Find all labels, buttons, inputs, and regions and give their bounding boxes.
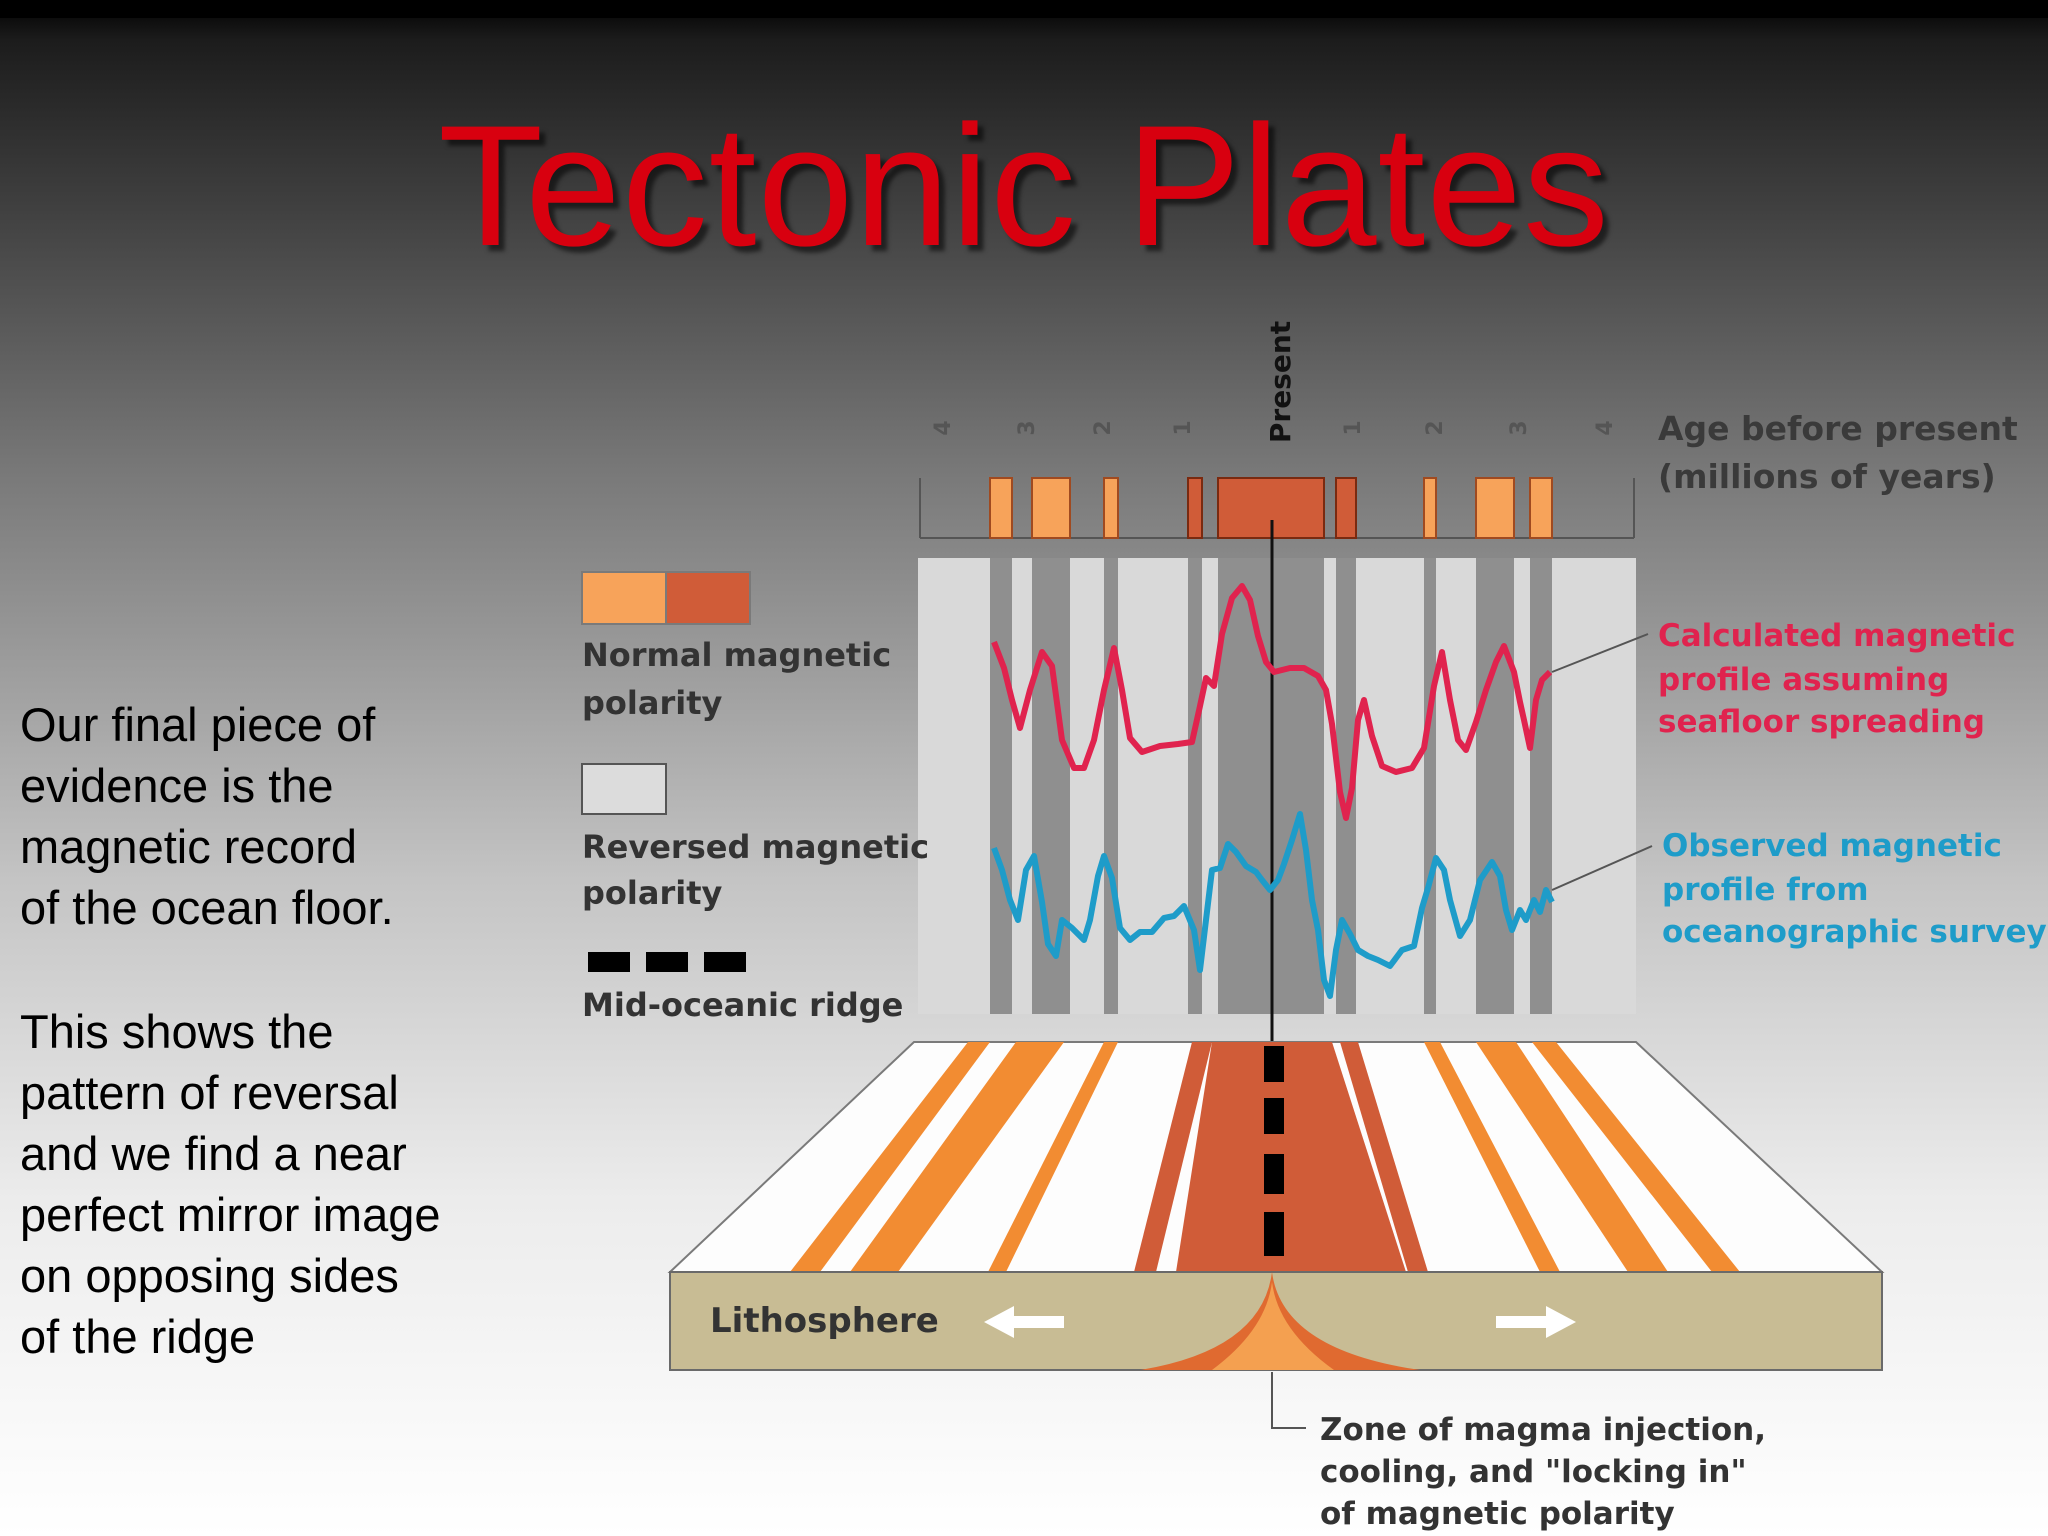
observed-profile-label: oceanographic survey	[1662, 914, 2047, 950]
seafloor-block: Lithosphere	[667, 1041, 1885, 1371]
legend-ridge-dash	[588, 952, 630, 972]
legend-normal-label: polarity	[582, 684, 723, 722]
normal-stripe	[1134, 1042, 1212, 1272]
normal-stripe	[790, 1042, 990, 1272]
left-arrow-icon	[984, 1306, 1064, 1338]
ridge-dash	[1264, 1046, 1284, 1082]
observed-leader-line	[1551, 845, 1653, 891]
present-label: Present	[1264, 321, 1297, 443]
legend-reversed-label: polarity	[582, 874, 723, 912]
ridge-dash	[1264, 1098, 1284, 1134]
age-tick-label: 3	[1507, 420, 1532, 435]
top-bar	[0, 0, 2048, 18]
normal-polarity-block	[1423, 477, 1437, 539]
age-tick-label: 4	[1593, 420, 1618, 435]
right-arrow-icon	[1496, 1306, 1576, 1338]
body-line: of the ocean floor.	[20, 881, 394, 934]
legend-ridge-label: Mid-oceanic ridge	[582, 986, 903, 1024]
normal-polarity-block	[1335, 477, 1357, 539]
body-line: evidence is the	[20, 759, 334, 812]
calculated-profile-label: Calculated magnetic	[1658, 618, 2015, 654]
calculated-leader-line	[1551, 633, 1649, 673]
body-line: and we find a near	[20, 1127, 407, 1180]
normal-polarity-block	[1031, 477, 1071, 539]
normal-stripe	[1340, 1042, 1428, 1272]
ridge-dash	[1264, 1212, 1284, 1256]
slide-title: Tectonic Plates	[438, 90, 1610, 282]
body-line: Our final piece of	[20, 698, 376, 751]
legend-normal-light-swatch	[581, 571, 667, 625]
ridge-dash	[1264, 1154, 1284, 1194]
normal-stripe	[1476, 1042, 1668, 1272]
normal-stripe	[1532, 1042, 1740, 1272]
body-line: of the ridge	[20, 1310, 256, 1363]
normal-polarity-block	[1187, 477, 1203, 539]
legend-normal-label: Normal magnetic	[582, 636, 891, 674]
magma-zone-label: cooling, and "locking in"	[1320, 1454, 1747, 1490]
magma-zone-label: of magnetic polarity	[1320, 1496, 1675, 1532]
legend-reversed-label: Reversed magnetic	[582, 828, 929, 866]
legend-reversed-swatch	[581, 763, 667, 815]
observed-profile-line	[991, 811, 1555, 999]
age-tick-label: 2	[1091, 420, 1116, 435]
calculated-profile-label: seafloor spreading	[1658, 704, 1985, 740]
lithosphere-label: Lithosphere	[710, 1301, 939, 1341]
calculated-profile-label: profile assuming	[1658, 662, 1949, 698]
body-line: on opposing sides	[20, 1249, 399, 1302]
age-tick-label: 2	[1423, 420, 1448, 435]
legend-normal-dark-swatch	[665, 571, 751, 625]
observed-profile-label: Observed magnetic	[1662, 828, 2002, 864]
body-line: pattern of reversal	[20, 1066, 399, 1119]
magnetic-profile-panel	[918, 520, 1653, 1270]
normal-polarity-block	[1529, 477, 1553, 539]
calculated-profile-line	[991, 583, 1553, 821]
normal-polarity-block	[1103, 477, 1119, 539]
normal-polarity-block	[1475, 477, 1515, 539]
age-axis-label-line2: (millions of years)	[1658, 457, 1996, 496]
magma-leader-line	[1271, 1372, 1306, 1429]
age-axis-label-line1: Age before present	[1658, 409, 2018, 448]
age-tick-label: 1	[1171, 420, 1196, 435]
age-tick-label: 3	[1015, 420, 1040, 435]
body-line: magnetic record	[20, 820, 357, 873]
legend: Normal magnetic polarity Reversed magnet…	[581, 571, 929, 1024]
observed-profile-label: profile from	[1662, 872, 1869, 908]
legend-ridge-dash	[646, 952, 688, 972]
body-line: perfect mirror image	[20, 1188, 441, 1241]
normal-stripe	[850, 1042, 1064, 1272]
magma-core	[1212, 1282, 1334, 1370]
age-tick-label: 4	[931, 420, 956, 435]
body-paragraph-evidence: Our final piece of evidence is the magne…	[20, 694, 394, 938]
age-tick-label: 1	[1341, 420, 1366, 435]
legend-ridge-dash	[704, 952, 746, 972]
magma-zone-label: Zone of magma injection,	[1320, 1412, 1766, 1448]
normal-stripe	[1424, 1042, 1560, 1272]
body-line: This shows the	[20, 1005, 334, 1058]
normal-polarity-block	[989, 477, 1013, 539]
age-scale: 4 3 2 1 1 2 3 4 Present	[919, 321, 1635, 539]
normal-stripe	[988, 1042, 1118, 1272]
central-normal-stripe	[1176, 1042, 1406, 1272]
body-paragraph-mirror: This shows the pattern of reversal and w…	[20, 1001, 441, 1367]
